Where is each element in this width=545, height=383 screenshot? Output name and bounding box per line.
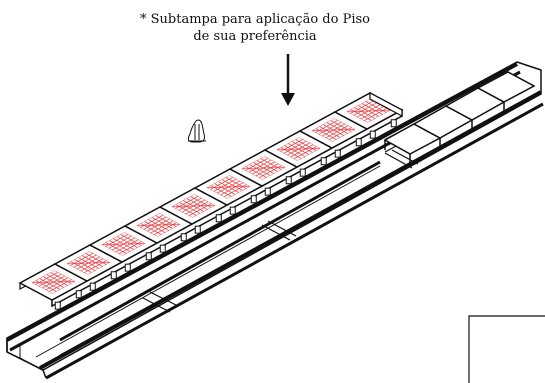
subcover-strip	[18, 91, 404, 310]
subcover-tile	[123, 206, 194, 253]
subcover-tile	[18, 263, 89, 310]
subcover-tile	[193, 168, 264, 215]
subcover-tile	[158, 187, 229, 234]
caption-line-2: de sua preferência	[193, 29, 317, 44]
subcover-tile	[228, 149, 299, 196]
channel-open-frames	[383, 71, 536, 164]
frame-fragment	[468, 315, 545, 383]
caption-line-1: * Subtampa para aplicação do Piso	[139, 12, 370, 27]
cable-tie-icon	[187, 119, 206, 143]
down-arrow-icon	[281, 54, 295, 106]
subcover-tile	[298, 111, 369, 158]
subcover-tile	[263, 130, 334, 177]
subcover-tile	[53, 244, 124, 291]
channel-crossbars	[142, 149, 419, 313]
